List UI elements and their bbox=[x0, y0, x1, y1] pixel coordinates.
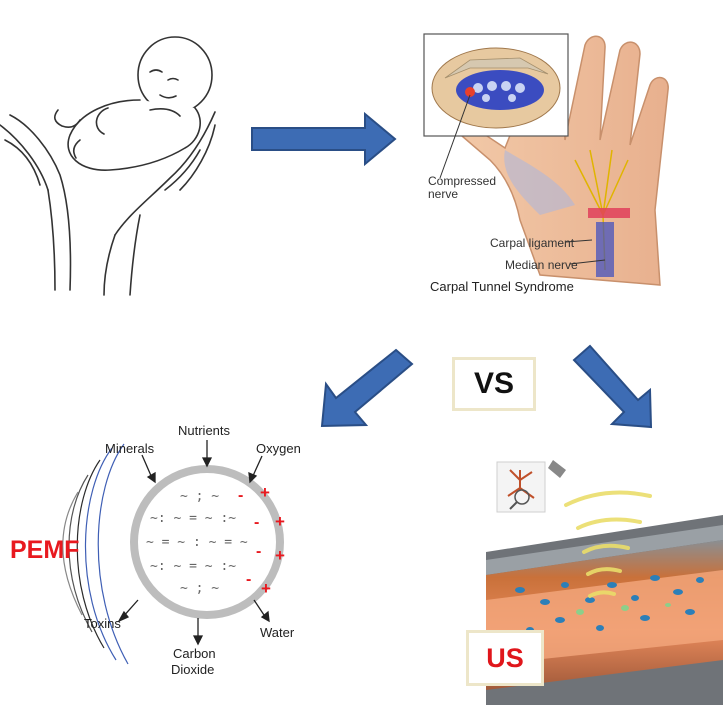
baby-in-hands-illustration bbox=[0, 36, 216, 296]
svg-text:~ ; ~: ~ ; ~ bbox=[180, 581, 219, 596]
toxins-label: Toxins bbox=[84, 616, 121, 631]
us-text: US bbox=[486, 642, 524, 673]
svg-text:+: + bbox=[261, 579, 271, 598]
vs-badge: VS bbox=[452, 357, 536, 411]
compressed-nerve-label: Compressed nerve bbox=[428, 174, 497, 201]
arrow-right bbox=[251, 111, 397, 167]
svg-text:~: ~ = ~ :~: ~: ~ = ~ :~ bbox=[150, 511, 236, 526]
carpal-ligament-label: Carpal ligament bbox=[490, 236, 575, 250]
arrow-down-left bbox=[320, 348, 414, 428]
ultrasound-vessel-illustration bbox=[486, 460, 723, 705]
svg-text:~ = ~ : ~ = ~: ~ = ~ : ~ = ~ bbox=[146, 535, 248, 550]
carbon-label: Carbon bbox=[173, 646, 216, 661]
svg-text:~: ~ = ~ :~: ~: ~ = ~ :~ bbox=[150, 559, 236, 574]
svg-text:-: - bbox=[246, 571, 251, 588]
minerals-label: Minerals bbox=[105, 441, 155, 456]
nutrients-label: Nutrients bbox=[178, 423, 231, 438]
svg-text:+: + bbox=[260, 483, 270, 502]
pemf-label: PEMF bbox=[10, 536, 80, 564]
carpal-tunnel-title: Carpal Tunnel Syndrome bbox=[430, 279, 574, 294]
svg-text:+: + bbox=[275, 512, 285, 531]
water-label: Water bbox=[260, 625, 295, 640]
svg-text:-: - bbox=[238, 487, 243, 504]
svg-text:+: + bbox=[275, 546, 285, 565]
svg-text:-: - bbox=[256, 543, 261, 560]
vs-text: VS bbox=[473, 367, 515, 400]
svg-text:-: - bbox=[254, 514, 259, 531]
oxygen-label: Oxygen bbox=[256, 441, 301, 456]
carpal-tunnel-illustration bbox=[423, 33, 669, 286]
median-nerve-label: Median nerve bbox=[505, 258, 578, 272]
pemf-cell-diagram: ~ ; ~ ~: ~ = ~ :~ ~ = ~ : ~ = ~ ~: ~ = ~… bbox=[62, 440, 285, 665]
us-badge: US bbox=[466, 630, 544, 686]
arrow-down-right bbox=[572, 344, 653, 429]
svg-text:~ ; ~: ~ ; ~ bbox=[180, 489, 219, 504]
dioxide-label: Dioxide bbox=[171, 662, 215, 677]
